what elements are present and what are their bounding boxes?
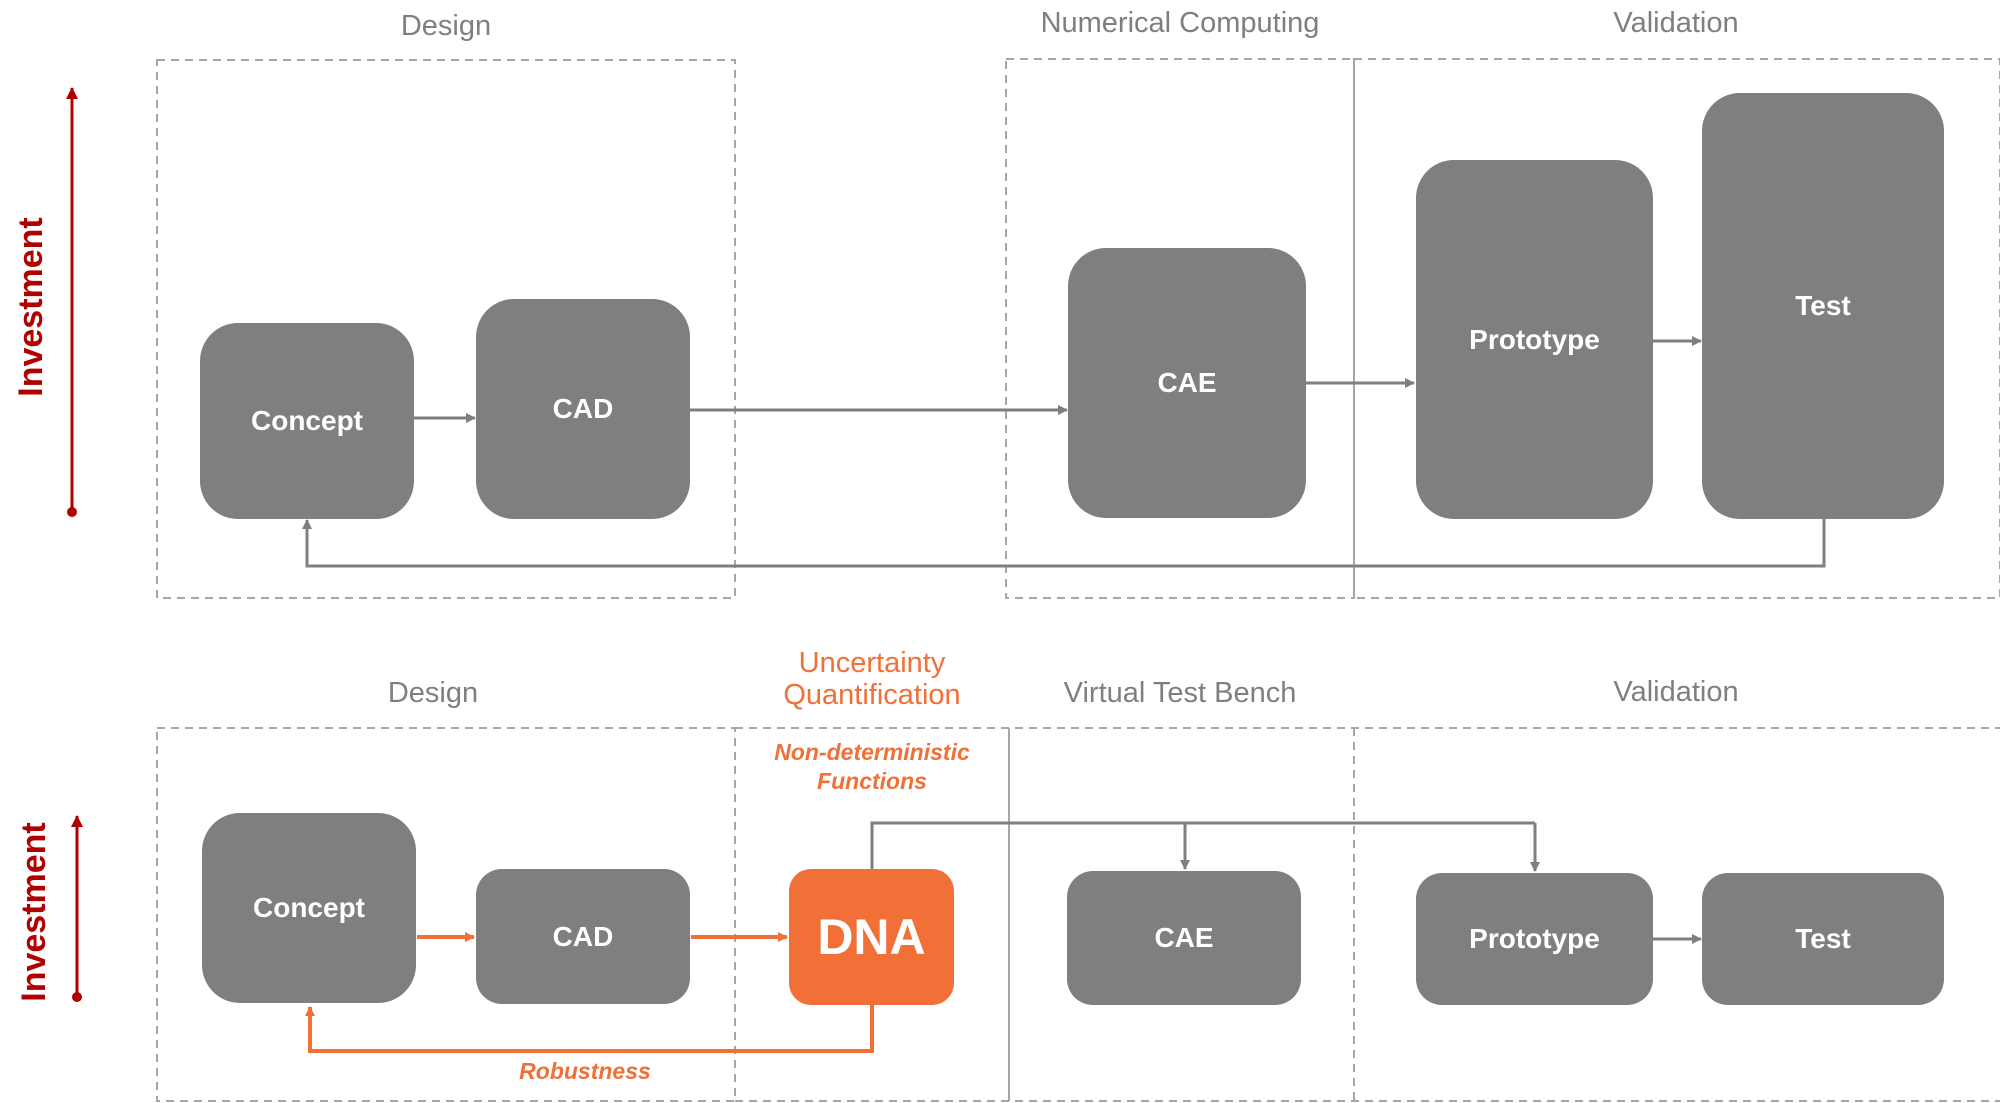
bottom-section-design: Design (387, 677, 479, 709)
top-section-validation: Validation (1613, 7, 1739, 39)
robustness-label: Robustness (519, 1058, 651, 1084)
bottom-prototype-box: Prototype (1416, 873, 1653, 1005)
bottom-cad-box: CAD (476, 869, 690, 1004)
non-deterministic-functions-label: Non-deterministic Functions (774, 739, 970, 794)
top-cae-box: CAE (1068, 248, 1306, 518)
arrow-test-feedback (302, 519, 1826, 568)
bottom-section-uncertainty-quantification: Uncertainty Quantification (783, 647, 961, 711)
top-validation-frame (1353, 58, 2000, 599)
top-investment-dot (67, 507, 77, 517)
top-concept-box: Concept (200, 323, 414, 519)
bottom-investment-dot (72, 992, 82, 1002)
arrow-dna-branch (870, 821, 1535, 870)
dna-box: DNA (789, 869, 954, 1005)
top-section-numerical-computing: Numerical Computing (1040, 7, 1320, 39)
bottom-design-frame (156, 727, 736, 1102)
bottom-section-virtual-test-bench: Virtual Test Bench (1063, 677, 1297, 709)
top-test-box: Test (1702, 93, 1944, 519)
top-investment-label: Investment (12, 217, 50, 397)
bottom-test-box: Test (1702, 873, 1944, 1005)
bottom-section-validation: Validation (1613, 676, 1739, 708)
arrow-dna-robustness-feedback (305, 1005, 874, 1053)
bottom-concept-box: Concept (202, 813, 416, 1003)
top-section-design: Design (400, 10, 492, 42)
top-design-frame (156, 59, 736, 599)
top-cad-box: CAD (476, 299, 690, 519)
bottom-investment-label: Investment (15, 822, 53, 1002)
bottom-cae-box: CAE (1067, 871, 1301, 1005)
top-prototype-box: Prototype (1416, 160, 1653, 519)
